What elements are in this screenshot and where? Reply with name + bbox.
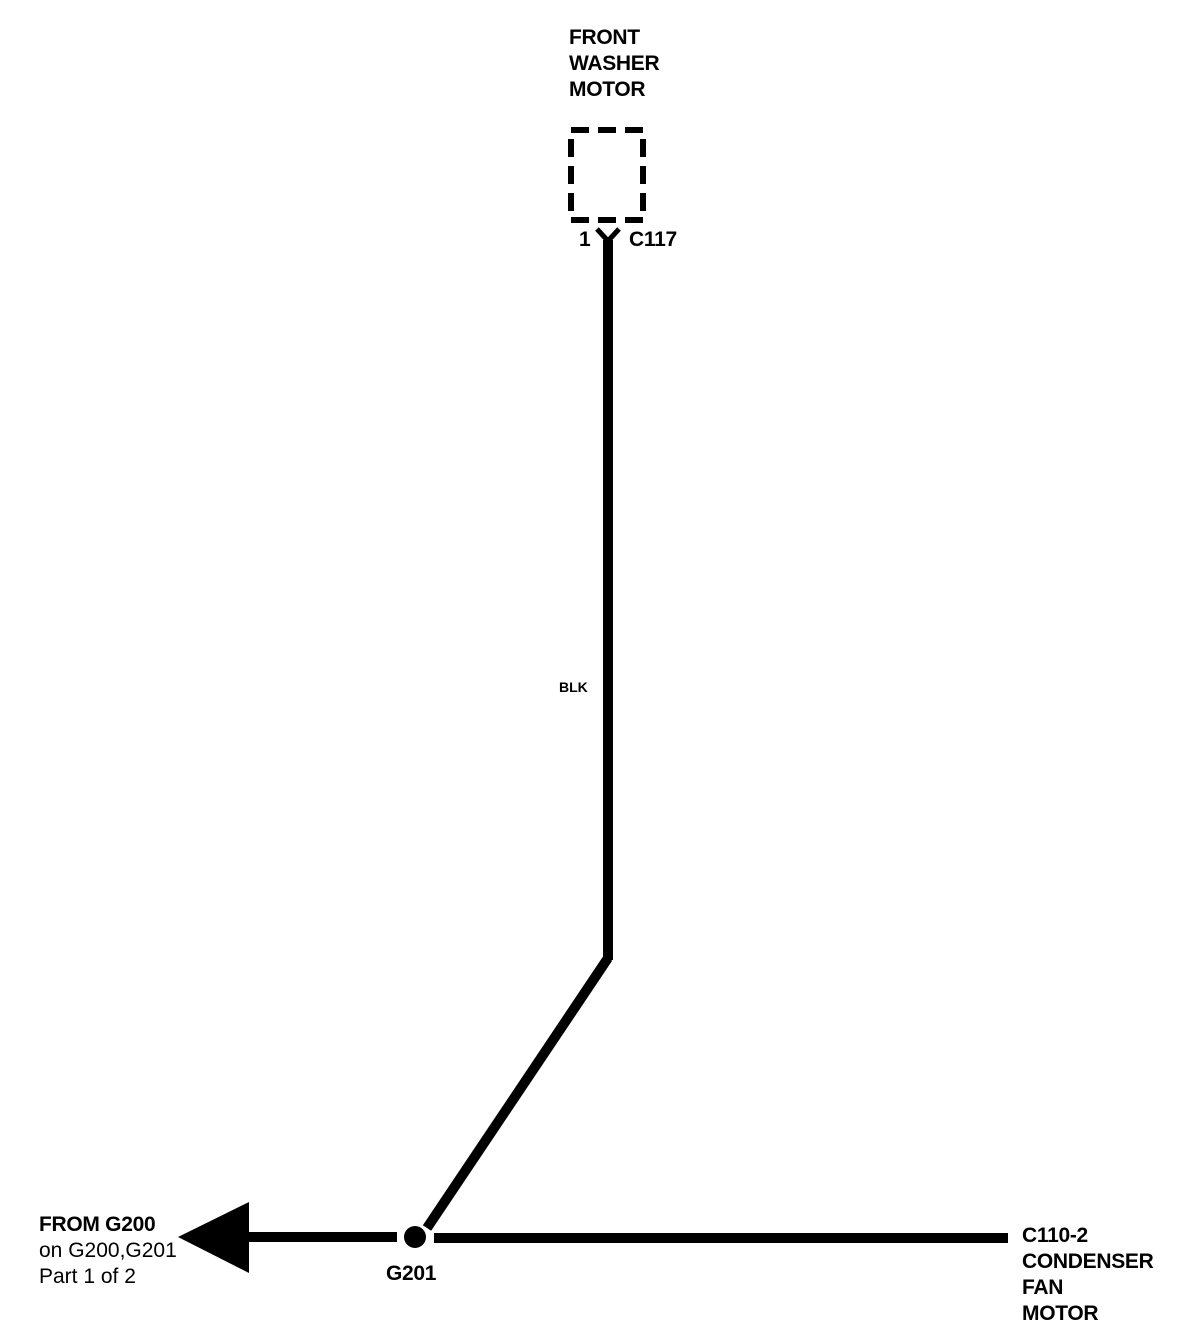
washer-motor-label-line-1: FRONT bbox=[569, 26, 640, 49]
wire-color-label: BLK bbox=[559, 679, 588, 695]
condenser-fan-motor-label: C110-2 CONDENSER FAN MOTOR bbox=[1022, 1223, 1154, 1327]
from-g200-arrow-icon bbox=[178, 1202, 249, 1273]
from-g200-reference: FROM G200 on G200,G201 Part 1 of 2 bbox=[39, 1212, 177, 1290]
blk-wire-diagonal bbox=[422, 955, 613, 1231]
g201-splice-dot bbox=[404, 1226, 426, 1248]
condenser-label-line-2: CONDENSER bbox=[1022, 1250, 1154, 1273]
washer-motor-label-line-2: WASHER bbox=[569, 52, 660, 75]
from-g200-subtext: on G200,G201 Part 1 of 2 bbox=[39, 1238, 177, 1290]
c117-connector-symbol bbox=[595, 227, 621, 245]
condenser-label-line-1: C110-2 bbox=[1022, 1224, 1088, 1247]
c117-connector-label: C117 bbox=[629, 228, 677, 251]
washer-motor-component-box bbox=[568, 127, 646, 223]
from-g200-subtext-line-2: Part 1 of 2 bbox=[39, 1265, 136, 1288]
condenser-label-line-4: MOTOR bbox=[1022, 1302, 1099, 1325]
condenser-label-line-3: FAN bbox=[1022, 1276, 1064, 1299]
g201-label: G201 bbox=[386, 1262, 437, 1285]
from-g200-title: FROM G200 bbox=[39, 1213, 156, 1236]
c117-pin-number: 1 bbox=[579, 228, 591, 251]
from-g200-subtext-line-1: on G200,G201 bbox=[39, 1239, 177, 1262]
washer-motor-label-line-3: MOTOR bbox=[569, 78, 646, 101]
washer-motor-label: FRONT WASHER MOTOR bbox=[569, 25, 660, 103]
